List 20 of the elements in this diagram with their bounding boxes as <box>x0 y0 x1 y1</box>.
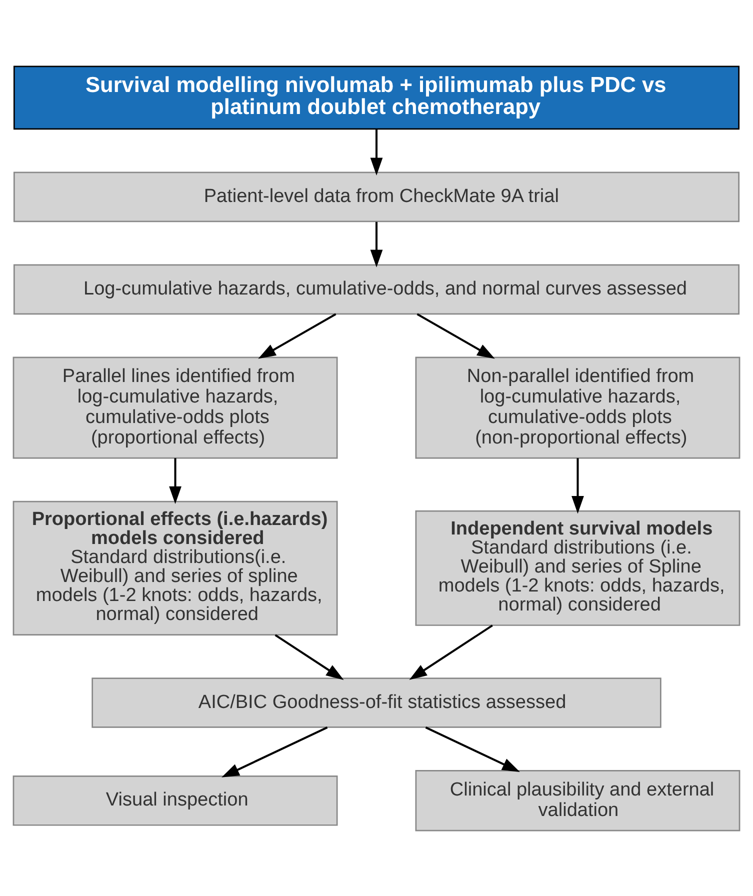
arrow <box>274 634 344 680</box>
node-box: Visual inspection <box>12 775 338 826</box>
arrow <box>425 726 520 772</box>
arrow <box>572 458 584 514</box>
node-box: Independent survival models Standard distributions (i.e. Weibull) and series of Spline models (1-2 knots: odds, hazards, normal) considered <box>415 510 740 626</box>
node-box: Clinical plausibility and external validation <box>415 770 740 831</box>
node-box: Survival modelling nivolumab + ipilimumab plus PDC vs platinum doublet chemotherapy <box>13 65 740 130</box>
node-box: Proportional effects (i.e.hazards) models considered Standard distributions(i.e. Weibull) and series of spline models (1-2 knots: odds, hazards, normal) considered <box>12 500 338 635</box>
node-box: Log-cumulative hazards, cumulative-odds, and normal curves assessed <box>13 264 740 314</box>
node-box: Non-parallel identified from log-cumulative hazards, cumulative-odds plots (non-proportional effects) <box>415 356 740 458</box>
arrow <box>416 312 495 358</box>
arrow <box>370 128 383 175</box>
arrow <box>258 312 336 358</box>
node-box: Patient-level data from CheckMate 9A trial <box>13 171 740 222</box>
arrow <box>409 624 493 680</box>
arrow <box>169 458 182 504</box>
arrow <box>222 726 328 777</box>
node-box: Parallel lines identified from log-cumulative hazards, cumulative-odds plots (proportional effects) <box>12 356 338 458</box>
node-box: AIC/BIC Goodness-of-fit statistics assessed <box>92 677 662 728</box>
arrow <box>370 221 383 267</box>
